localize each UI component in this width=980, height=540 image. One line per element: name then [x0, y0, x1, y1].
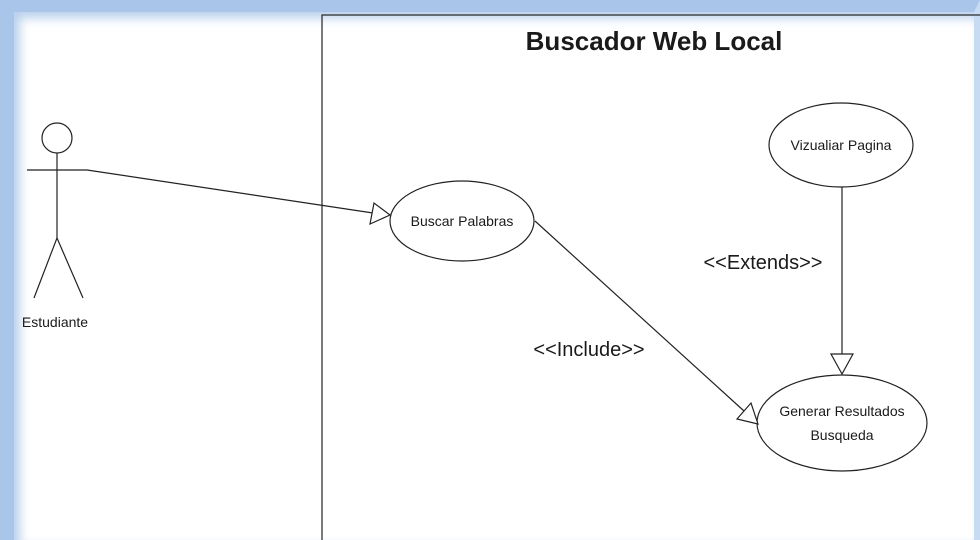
use-case-generar-label-line2: Busqueda [810, 427, 873, 443]
stick-figure-icon [27, 122, 87, 299]
include-arrow [534, 220, 759, 425]
extends-label: <<Extends>> [704, 252, 823, 274]
include-label: <<Include>> [533, 339, 644, 361]
use-case-buscar-label: Buscar Palabras [411, 213, 514, 229]
use-case-vizualiar-label: Vizualiar Pagina [791, 137, 892, 153]
use-case-vizualiar-pagina [768, 102, 914, 188]
extends-arrow [829, 187, 855, 376]
use-case-generar-label-line1: Generar Resultados [779, 403, 904, 419]
association-arrow [86, 169, 392, 226]
actor-label: Estudiante [22, 314, 88, 330]
use-case-buscar-palabras [389, 180, 535, 262]
system-boundary [321, 14, 980, 540]
system-title: Buscador Web Local [526, 26, 783, 56]
use-case-generar-resultados [756, 374, 928, 472]
